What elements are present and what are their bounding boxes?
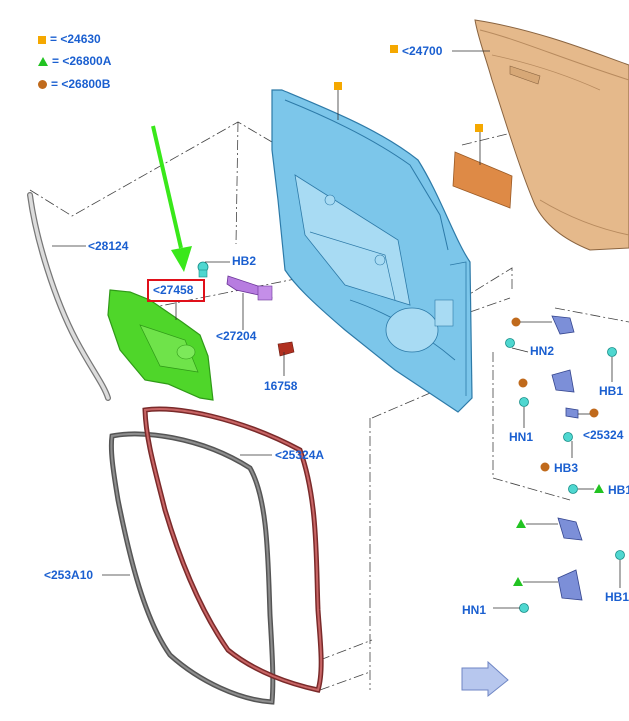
label-24700[interactable]: <24700 <box>402 44 443 58</box>
label-hb1-mid[interactable]: HB1 <box>608 483 629 497</box>
inner-door-shell <box>271 89 473 413</box>
hinge-parts <box>505 315 625 613</box>
part-markers <box>334 45 604 586</box>
label-hb3[interactable]: HB3 <box>554 461 579 475</box>
label-27204[interactable]: <27204 <box>216 329 257 343</box>
orange-pad <box>452 151 513 209</box>
direction-arrow <box>461 660 509 698</box>
label-25324[interactable]: <25324 <box>583 428 624 442</box>
label-hb2[interactable]: HB2 <box>232 254 257 268</box>
legend-row-square: = <24630 <box>38 32 101 46</box>
label-16758[interactable]: 16758 <box>264 379 298 393</box>
legend-row-triangle: = <26800A <box>38 54 111 68</box>
leader-lines <box>52 50 621 609</box>
square-icon <box>38 35 46 44</box>
grommet-16758 <box>277 341 295 357</box>
label-hb1-bottom[interactable]: HB1 <box>605 590 629 604</box>
label-hn2[interactable]: HN2 <box>530 344 555 358</box>
highlight-box <box>147 279 205 302</box>
bolt-hb2 <box>197 261 209 278</box>
label-27458[interactable]: <27458 <box>153 283 194 297</box>
belt-weatherstrip <box>27 192 111 401</box>
outer-door-panel <box>474 19 629 251</box>
circle-icon <box>38 80 47 90</box>
check-strap-27204 <box>226 275 273 301</box>
green-pointer-arrow <box>151 125 192 272</box>
label-25324a[interactable]: <25324A <box>275 448 325 462</box>
legend-row-circle: = <26800B <box>38 77 110 91</box>
label-28124[interactable]: <28124 <box>88 239 129 253</box>
triangle-icon <box>38 57 48 67</box>
label-hn1-top[interactable]: HN1 <box>509 430 534 444</box>
label-hb1-top[interactable]: HB1 <box>599 384 624 398</box>
label-hn1-bottom[interactable]: HN1 <box>462 603 487 617</box>
label-253a10[interactable]: <253A10 <box>44 568 94 582</box>
